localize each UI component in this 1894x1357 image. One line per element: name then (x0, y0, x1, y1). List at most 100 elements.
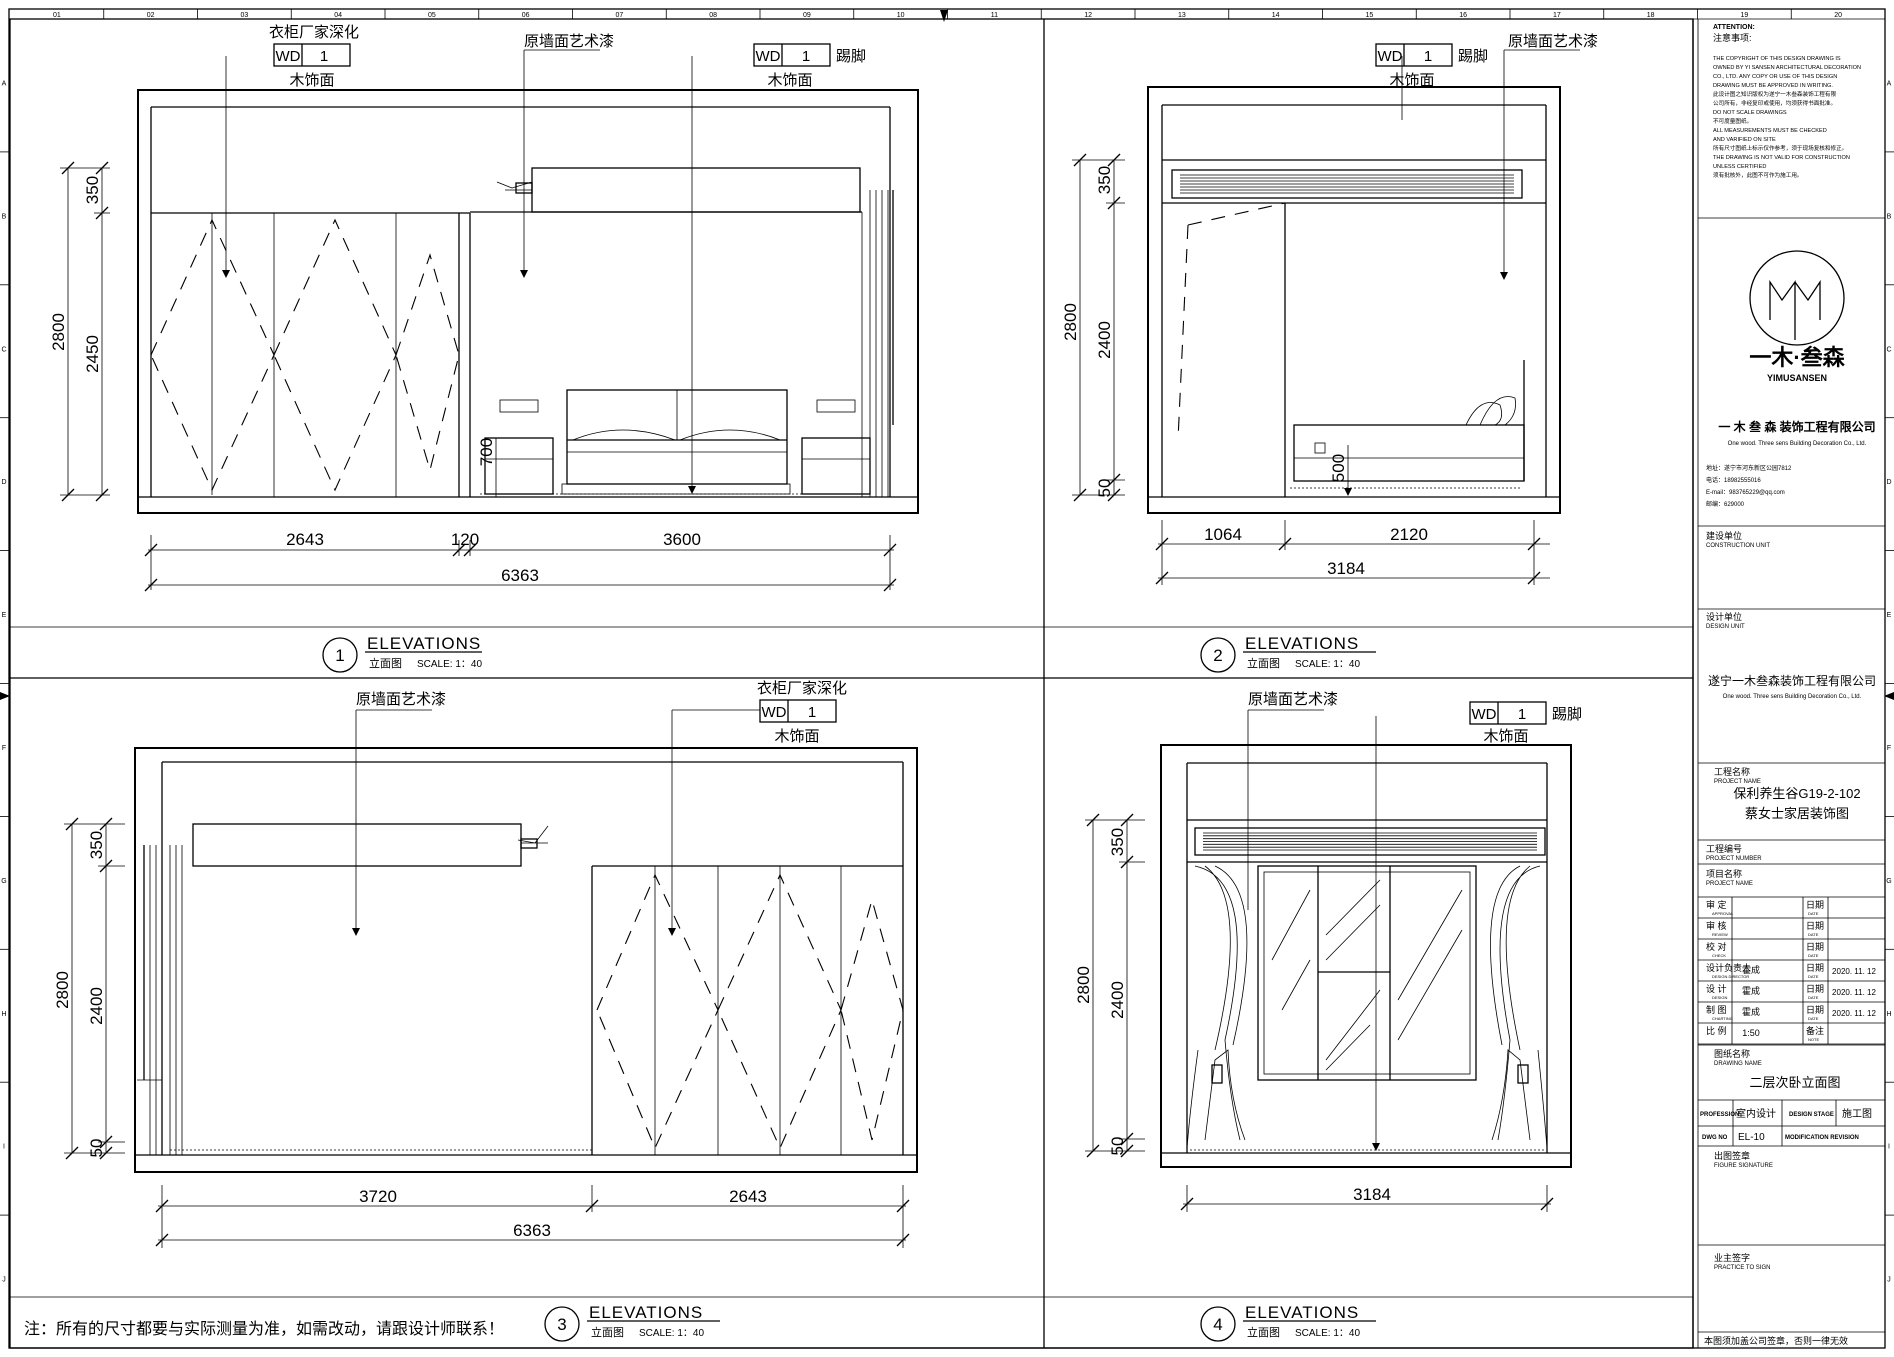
elevation-number: 2 (1213, 646, 1222, 665)
ac-grille (1194, 827, 1546, 856)
sign-label-en: FIGURE SIGNATURE (1714, 1163, 1773, 1169)
dim-label: 50 (1095, 479, 1114, 498)
dim-label: 500 (1329, 454, 1348, 482)
elevation-scale: SCALE: 1：40 (1295, 1328, 1360, 1339)
approval-date-en: DATE (1808, 974, 1819, 979)
grid-label: C (1886, 346, 1891, 353)
approval-date-en: DATE (1808, 995, 1819, 1000)
approval-role: 校 对 (1706, 941, 1727, 952)
contact-email: E-mail：983765229@qq.com (1706, 490, 1785, 496)
dim-label: 2643 (286, 530, 324, 549)
grid-label: G (1886, 878, 1891, 885)
approval-role: 审 核 (1706, 920, 1727, 931)
dim-label: 2400 (1095, 321, 1114, 359)
elevation-title: 2 ELEVATIONS 立面图 SCALE: 1：40 (1200, 634, 1376, 673)
attention-line: UNLESS CERTIFIED (1713, 164, 1766, 170)
curtain (861, 190, 894, 497)
grid-label: 02 (147, 12, 155, 19)
contact-address: 地址：遂宁市河东新区公园7812 (1706, 464, 1792, 472)
center-mark-left (0, 692, 10, 700)
attention-line: DO NOT SCALE DRAWINGS (1713, 110, 1787, 116)
curtain (137, 845, 183, 1155)
dim-label: 2120 (1390, 525, 1428, 544)
dim-label: 1064 (1204, 525, 1242, 544)
attention-line: CO., LTD. ANY COPY OR USE OF THIS DESIGN (1713, 74, 1837, 80)
revision-label: MODIFICATION REVISION (1785, 1135, 1859, 1141)
dim-label: 350 (83, 176, 102, 204)
elevation-subtitle: 立面图 (1247, 1325, 1280, 1339)
dim-label: 2800 (49, 313, 68, 351)
approval-date-label: 备注 (1806, 1025, 1824, 1036)
approval-role-en: DESIGN (1712, 995, 1727, 1000)
grid-label: 13 (1178, 12, 1186, 19)
grid-label: I (3, 1144, 5, 1151)
bed-side (1293, 360, 1525, 482)
grid-label: 17 (1553, 12, 1561, 19)
approval-role-en: APPROVAL (1712, 911, 1734, 916)
tag-note: 衣柜厂家深化 (757, 680, 847, 697)
material-tag: WD 1 踢脚 木饰面 (1469, 701, 1582, 745)
elevation-heading: ELEVATIONS (1245, 1303, 1359, 1322)
dim-label: 3600 (663, 530, 701, 549)
attention-line: 所有尺寸图纸上标示仅作参考，须于现场复核和修正。 (1713, 144, 1847, 152)
dwg-no-label: DWG NO (1702, 1135, 1728, 1141)
elevation-subtitle: 立面图 (591, 1325, 624, 1339)
project-name-line-2: 蔡女士家居装饰图 (1745, 806, 1849, 821)
approval-date-label: 日期 (1806, 984, 1824, 994)
center-mark-right (1884, 692, 1894, 700)
elevation-2 (1072, 49, 1580, 585)
elevation-3 (64, 709, 918, 1248)
approval-date-label: 日期 (1806, 963, 1824, 973)
grid-label: C (1, 346, 6, 353)
approval-signer: 霍成 (1742, 964, 1760, 975)
dim-label: 2800 (1074, 966, 1093, 1004)
grid-label: 06 (522, 12, 530, 19)
logo-sub: YIMUSANSEN (1767, 373, 1827, 383)
grid-label: 11 (991, 12, 998, 19)
elevation-title: 1 ELEVATIONS 立面图 SCALE: 1：40 (322, 634, 482, 673)
approval-role: 制 图 (1706, 1004, 1727, 1015)
grid-label: 03 (240, 12, 248, 19)
project-number-label: 工程编号 (1706, 843, 1742, 854)
dim-label: 2400 (1108, 981, 1127, 1019)
design-unit-label: 设计单位 (1706, 611, 1742, 622)
callout-wall-paint: 原墙面艺术漆 (524, 33, 614, 50)
grid-label: 08 (709, 12, 717, 19)
elevation-title: 3 ELEVATIONS 立面图 SCALE: 1：40 (544, 1303, 720, 1342)
attention-line: AND VARIFIED ON SITE (1713, 137, 1776, 143)
grid-label: 19 (1740, 12, 1748, 19)
grid-label: B (1887, 213, 1892, 220)
sign-label: 出图签章 (1714, 1150, 1750, 1161)
grid-label: E (1887, 612, 1892, 619)
elevation-scale: SCALE: 1：40 (639, 1328, 704, 1339)
project-name-line-1: 保利养生谷G19-2-102 (1733, 786, 1860, 801)
grid-label: 15 (1365, 12, 1373, 19)
callout-wall-paint: 原墙面艺术漆 (356, 691, 446, 708)
grid-label: A (1887, 80, 1892, 87)
attention-line: ALL MEASUREMENTS MUST BE CHECKED (1713, 128, 1827, 134)
grid-label: G (1, 878, 6, 885)
grid-label: I (1888, 1144, 1890, 1151)
approval-role: 设计负责人 (1706, 962, 1751, 973)
callout-wall-paint: 原墙面艺术漆 (1508, 33, 1598, 50)
tag-code: WD (1472, 706, 1497, 723)
design-company-en: One wood. Three sens Building Decoration… (1723, 694, 1862, 700)
tag-code: WD (276, 48, 301, 65)
dwg-no-value: EL-10 (1738, 1132, 1765, 1143)
grid-label: E (2, 612, 7, 619)
logo-text: 一木·叁森 (1749, 345, 1845, 370)
design-company: 遂宁一木叁森装饰工程有限公司 (1708, 673, 1876, 688)
elevation-1 (60, 49, 919, 592)
attention-line: OWNED BY YI SANSEN ARCHITECTURAL DECORAT… (1713, 65, 1861, 71)
approval-role-en: CHARTING (1712, 1016, 1733, 1021)
window (1257, 865, 1477, 1081)
grid-label: F (1887, 745, 1891, 752)
profession-value: 室内设计 (1736, 1107, 1776, 1120)
tag-number: 1 (808, 704, 816, 721)
stage-value: 施工图 (1842, 1107, 1872, 1120)
title-block: ATTENTION: 注意事项: THE COPYRIGHT OF THIS D… (1692, 19, 1885, 1348)
grid-label: 07 (615, 12, 623, 19)
material-tag: WD 1 踢脚 木饰面 (753, 43, 866, 89)
